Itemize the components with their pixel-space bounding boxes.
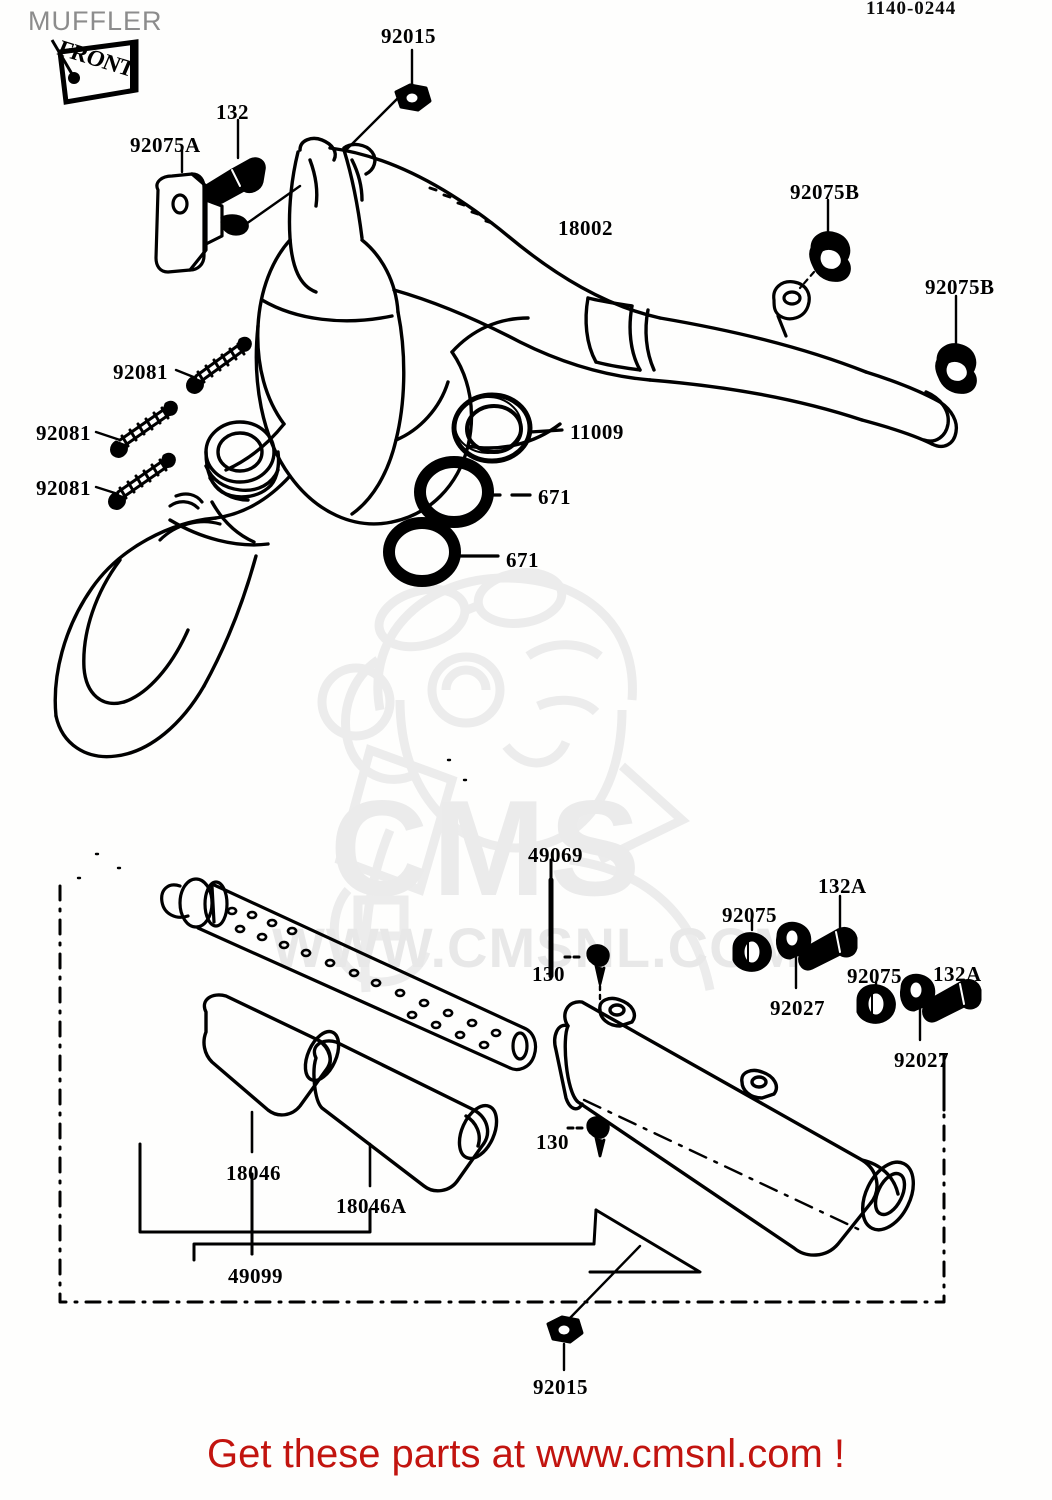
part-label-92027-1: 92027 — [770, 996, 825, 1020]
part-label-92075-2: 92075 — [847, 964, 902, 988]
part-label-132a-1: 132A — [818, 874, 867, 898]
footer-promo-text[interactable]: Get these parts at www.cmsnl.com ! — [207, 1432, 845, 1476]
part-label-18046a: 18046A — [336, 1194, 407, 1218]
part-label-92075-1: 92075 — [722, 903, 777, 927]
part-label-92075b-1: 92075B — [790, 180, 860, 204]
nut-92015-bottom — [546, 1315, 584, 1344]
part-label-92075b-2: 92075B — [925, 275, 995, 299]
part-label-671-2: 671 — [506, 548, 539, 572]
part-label-18002: 18002 — [558, 216, 613, 240]
part-label-130-2: 130 — [536, 1130, 569, 1154]
nut-92015-top — [394, 83, 432, 112]
part-label-11009: 11009 — [570, 420, 624, 444]
damper-92075b-2 — [935, 343, 977, 394]
o-ring-671-1 — [414, 456, 494, 528]
damper-92075b-1 — [809, 231, 851, 282]
front-direction-badge — [50, 39, 139, 105]
part-label-671-1: 671 — [538, 485, 571, 509]
packing-18046a — [312, 1039, 499, 1193]
gasket-11009 — [451, 392, 533, 464]
part-label-130-1: 130 — [532, 962, 565, 986]
collar-92027-2 — [900, 973, 936, 1012]
part-label-92075a: 92075A — [130, 133, 201, 157]
damper-92075a — [154, 172, 249, 274]
part-label-92081-2: 92081 — [36, 421, 91, 445]
bolt-132a-1 — [798, 926, 858, 971]
part-label-49099: 49099 — [228, 1264, 283, 1288]
o-ring-671-2 — [383, 517, 461, 587]
page-title: MUFFLER — [28, 6, 163, 36]
spring-92081-3 — [108, 452, 176, 510]
part-label-18046: 18046 — [226, 1161, 281, 1185]
part-label-132a-2: 132A — [933, 962, 982, 986]
bolt-132 — [204, 157, 266, 205]
part-label-92081-3: 92081 — [36, 476, 91, 500]
part-label-132: 132 — [216, 100, 249, 124]
stinger-stub — [158, 492, 222, 542]
part-label-92081-1: 92081 — [113, 360, 168, 384]
packing-18046 — [202, 993, 341, 1117]
part-label-92027-2: 92027 — [894, 1048, 949, 1072]
part-label-49069: 49069 — [528, 843, 583, 867]
sheet-code: 1140-0244 — [866, 0, 957, 19]
damper-92075-2 — [856, 984, 896, 1024]
exhaust-connector-pipe — [328, 146, 959, 449]
part-label-92015-bottom: 92015 — [533, 1375, 588, 1399]
expansion-chamber-body — [53, 136, 562, 759]
part-label-92015-top: 92015 — [381, 24, 436, 48]
chamber-mount-boss — [204, 420, 281, 502]
spring-92081-1 — [186, 336, 252, 394]
screw-130-2 — [586, 1116, 610, 1158]
spring-92081-2 — [110, 400, 178, 458]
pipe-bracket-lug — [772, 280, 811, 338]
watermark-brand: CMS — [330, 772, 645, 924]
